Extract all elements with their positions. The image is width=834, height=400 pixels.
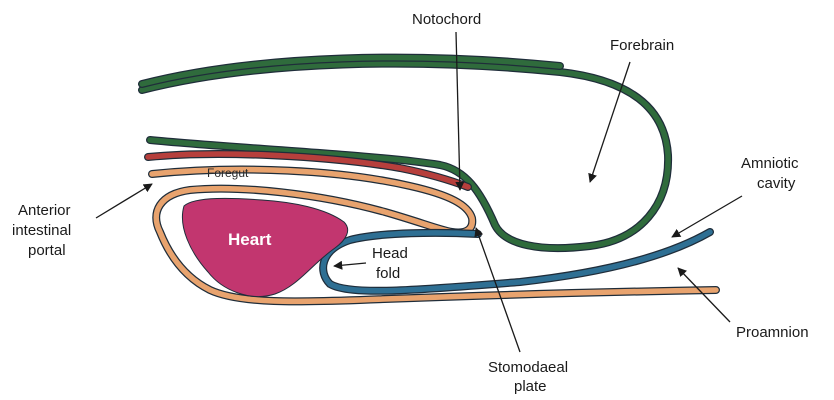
anterior-portal-label-line3: portal [28, 242, 66, 259]
foregut-label: Foregut [207, 166, 249, 180]
stomodaeal-plate-label-line2: plate [514, 378, 547, 395]
amniotic-cavity-label-line1: Amniotic [741, 155, 799, 172]
stomodaeal-plate-label-line1: Stomodaeal [488, 359, 568, 376]
notochord-label: Notochord [412, 11, 481, 28]
labels: Notochord Forebrain Amniotic cavity Ante… [12, 11, 809, 395]
anterior-portal-label-line1: Anterior [18, 202, 71, 219]
forebrain-label: Forebrain [610, 37, 674, 54]
head-fold-pointer [334, 263, 366, 266]
amniotic-cavity-label-line2: cavity [757, 175, 796, 192]
heart-label: Heart [228, 230, 272, 249]
anterior-portal-label-line2: intestinal [12, 222, 71, 239]
head-fold-label-line1: Head [372, 245, 408, 262]
anterior-portal-pointer [96, 184, 152, 218]
proamnion-label: Proamnion [736, 324, 809, 341]
proamnion-pointer [678, 268, 730, 322]
stomodaeal-pointer [476, 228, 520, 352]
head-fold-label-line2: fold [376, 265, 400, 282]
